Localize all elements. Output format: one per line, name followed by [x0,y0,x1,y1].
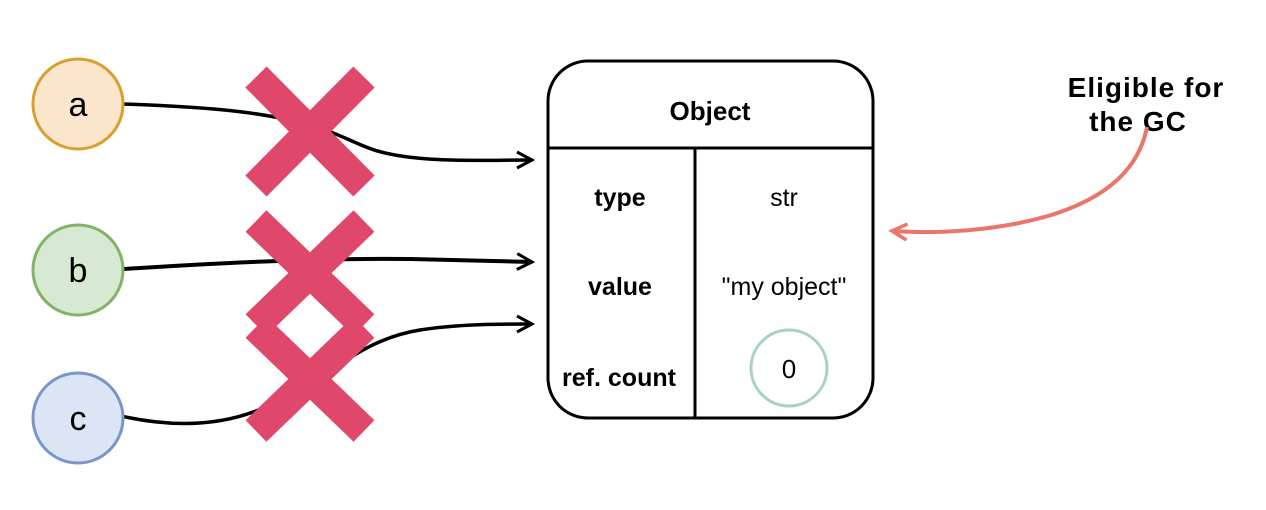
variable-circle-b [31,223,125,317]
gc-annotation-line2: the GC [1089,106,1187,137]
field-value-type: str [770,184,798,212]
variable-node-a: a [31,57,125,151]
variable-label-b: b [69,252,88,290]
cross-icon-b [245,210,375,336]
field-value-value: "my object" [722,273,847,301]
field-label-type: type [594,184,646,212]
connector-b-to-object [123,252,536,271]
ref-count-value: 0 [782,354,796,384]
variable-label-a: a [69,86,88,124]
table-row-type: type str [594,184,798,212]
field-label-value: value [588,273,652,301]
field-label-ref-count: ref. count [562,364,677,392]
cross-stroke [245,210,375,336]
object-table: Object type str value "my object" ref. c… [546,59,875,420]
cross-stroke [245,316,375,442]
connector-a-to-object [122,102,536,170]
cross-stroke [245,66,375,197]
gc-annotation: Eligible for the GC [888,72,1225,242]
variable-label-c: c [70,400,87,438]
gc-annotation-arrow [888,126,1149,242]
object-table-title: Object [670,96,751,126]
variable-node-b: b [31,223,125,317]
table-row-ref-count: ref. count 0 [562,328,829,408]
variable-circle-c [31,371,125,465]
ref-count-circle [749,328,829,408]
gc-annotation-line1: Eligible for [1068,72,1225,103]
variable-node-c: c [31,371,125,465]
cross-icon-a [245,66,375,197]
variable-circle-a [31,57,125,151]
cross-icon-c [245,316,375,442]
table-row-value: value "my object" [588,273,846,301]
